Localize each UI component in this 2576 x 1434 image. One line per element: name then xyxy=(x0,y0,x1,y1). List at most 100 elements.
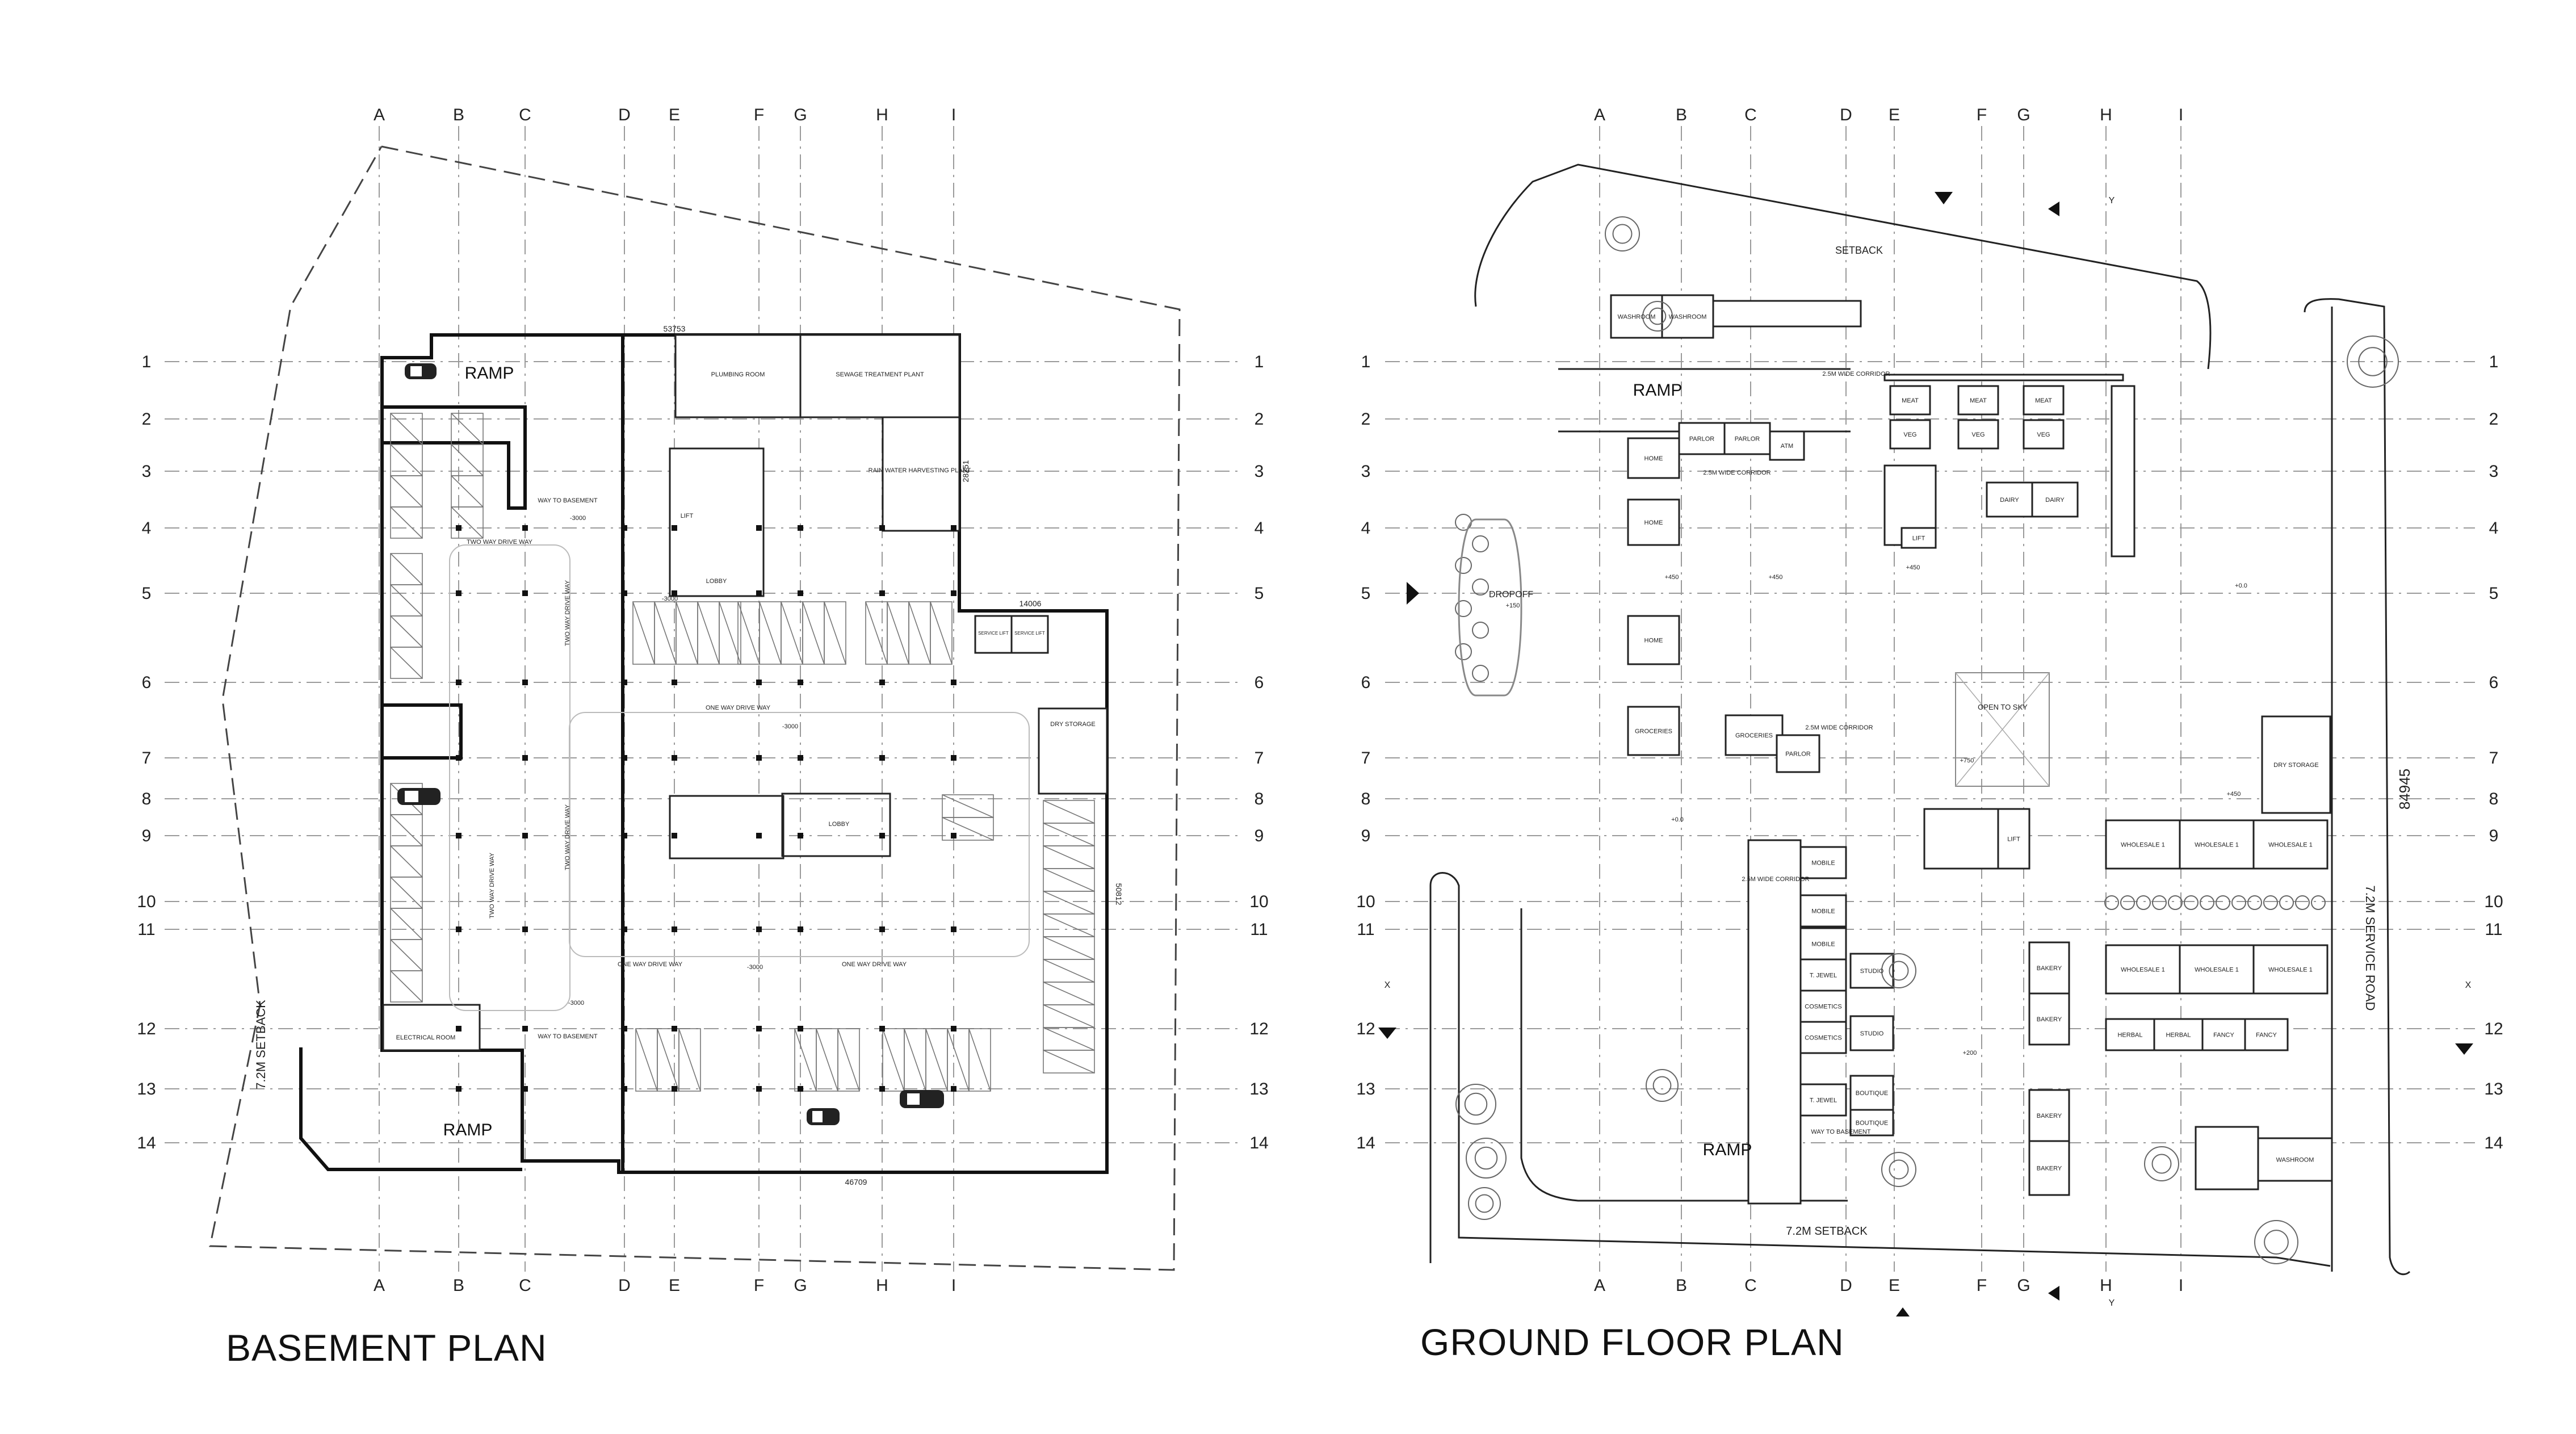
drive-two-way-v2: TWO WAY DRIVE WAY xyxy=(564,804,571,870)
structural-column xyxy=(756,1026,762,1032)
washroom-bottom-label: WASHROOM xyxy=(2276,1157,2314,1164)
cosmetics-1-label: COSMETICS xyxy=(1805,1004,1841,1010)
parking-slot-mark xyxy=(794,1028,817,1092)
parking-slot-mark xyxy=(719,601,741,665)
wholesale-2 xyxy=(2179,819,2255,870)
structural-column xyxy=(672,926,677,932)
car-icon xyxy=(900,1090,944,1108)
tree-icon xyxy=(2311,895,2326,910)
structural-column xyxy=(879,680,885,685)
tree-icon xyxy=(2152,895,2167,910)
ground-grid-label-col-top: E xyxy=(1889,106,1900,124)
jewel-2-label: T. JEWEL xyxy=(1810,1097,1837,1104)
veg-1 xyxy=(1889,419,1931,450)
herbal-2 xyxy=(2153,1018,2204,1051)
home-1 xyxy=(1627,437,1680,479)
section-arrow-icon xyxy=(1407,582,1419,605)
basement-grid-label-row-left: 8 xyxy=(142,790,152,808)
basement-grid-label-col-bottom: G xyxy=(794,1276,807,1295)
structural-column xyxy=(756,1086,762,1092)
basement-grid-label-row-right: 11 xyxy=(1250,920,1268,939)
basement-grid-label-row-right: 6 xyxy=(1255,673,1264,692)
tree-icon xyxy=(1475,1194,1494,1213)
ground-dim-right: 84945 xyxy=(2396,769,2413,810)
structural-column xyxy=(672,1086,677,1092)
home-3-label: HOME xyxy=(1644,638,1663,644)
structural-column xyxy=(798,1086,803,1092)
rain-water-label: RAIN WATER HARVESTING PLANT xyxy=(869,467,971,474)
ground-setback-top-label: SETBACK xyxy=(1835,245,1883,256)
structural-column xyxy=(456,926,462,932)
ground-level-3: +450 xyxy=(1906,564,1920,571)
atm xyxy=(1769,430,1805,461)
tree-icon xyxy=(1605,216,1640,251)
ground-ramp-top-label: RAMP xyxy=(1633,381,1683,400)
lobby-top-label: LOBBY xyxy=(706,578,727,585)
parking-slot-mark xyxy=(1043,936,1095,960)
tree-icon xyxy=(1455,1084,1496,1125)
tree-icon xyxy=(2216,895,2230,910)
wholesale-6 xyxy=(2252,944,2329,995)
structural-column xyxy=(951,590,956,596)
ground-grid-label-col-top: C xyxy=(1744,106,1757,124)
basement-parking-slots xyxy=(390,413,1095,1092)
tree-icon xyxy=(2254,1220,2298,1264)
lift-2 xyxy=(1997,808,2030,870)
veg-2 xyxy=(1957,419,1999,450)
ground-ramp-bottom-label: RAMP xyxy=(1703,1141,1752,1159)
ground-grid-label-col-bottom: G xyxy=(2017,1276,2030,1295)
ground-grid-label-row-right: 11 xyxy=(2485,920,2502,939)
boutique-2-label: BOUTIQUE xyxy=(1856,1120,1888,1127)
herbal-2-label: HERBAL xyxy=(2166,1032,2191,1039)
basement-grid-label-row-right: 12 xyxy=(1249,1020,1268,1038)
basement-level-5: -3000 xyxy=(662,596,678,602)
core-top xyxy=(669,447,765,597)
groceries-2-label: GROCERIES xyxy=(1735,732,1773,739)
parlor-3-label: PARLOR xyxy=(1785,751,1810,758)
ground-grid-label-col-bottom: B xyxy=(1676,1276,1687,1295)
parking-slot-mark xyxy=(942,794,994,818)
parking-slot-mark xyxy=(451,475,484,508)
parking-slot-mark xyxy=(802,601,825,665)
structural-column xyxy=(756,755,762,761)
washroom-top-b-label: WASHROOM xyxy=(1669,314,1707,321)
core-mid xyxy=(669,795,784,859)
basement-grid-label-row-right: 2 xyxy=(1255,410,1264,429)
ground-grid-label-row-left: 14 xyxy=(1356,1134,1375,1152)
basement-grid-label-row-right: 4 xyxy=(1255,519,1264,538)
east-shop-strip xyxy=(2111,385,2136,557)
mobile-1 xyxy=(1799,846,1847,879)
ground-grid-label-row-right: 6 xyxy=(2489,673,2499,692)
parking-slot xyxy=(824,601,846,665)
basement-grid-label-col-bottom: E xyxy=(669,1276,680,1295)
basement-grid-label-row-left: 4 xyxy=(142,519,152,538)
tree-icon xyxy=(2358,347,2388,376)
tree-icon xyxy=(1464,1092,1488,1116)
tree-icon xyxy=(1472,622,1489,639)
ground-grid-label-row-right: 13 xyxy=(2484,1080,2503,1098)
parking-slot xyxy=(451,506,484,539)
ground-trees xyxy=(1455,216,2399,1264)
veg-2-label: VEG xyxy=(1971,431,1985,438)
ground-grid-label-col-bottom: I xyxy=(2179,1276,2183,1295)
structural-column xyxy=(522,1086,528,1092)
service-road-edge xyxy=(2304,298,2411,1276)
structural-column xyxy=(879,1086,885,1092)
drive-one-way-1: ONE WAY DRIVE WAY xyxy=(706,705,771,711)
open-to-sky-label: OPEN TO SKY xyxy=(1978,703,2028,711)
structural-column xyxy=(798,755,803,761)
basement-grid-label-col-top: A xyxy=(374,106,385,124)
ground-grid-label-row-left: 6 xyxy=(1361,673,1371,692)
ground-level-4: +450 xyxy=(2227,791,2241,798)
parking-slot xyxy=(678,1028,701,1092)
wholesale-6-label: WHOLESALE 1 xyxy=(2268,967,2313,974)
parlor-2-label: PARLOR xyxy=(1735,436,1760,443)
basement-grid-label-col-top: D xyxy=(618,106,631,124)
tree-icon xyxy=(1881,1152,1916,1187)
bakery-4-label: BAKERY xyxy=(2037,1165,2062,1172)
structural-column xyxy=(798,926,803,932)
structural-column xyxy=(672,525,677,531)
ramp-curve-ground xyxy=(1520,908,1848,1202)
ground-grid-label-row-left: 8 xyxy=(1361,790,1371,808)
